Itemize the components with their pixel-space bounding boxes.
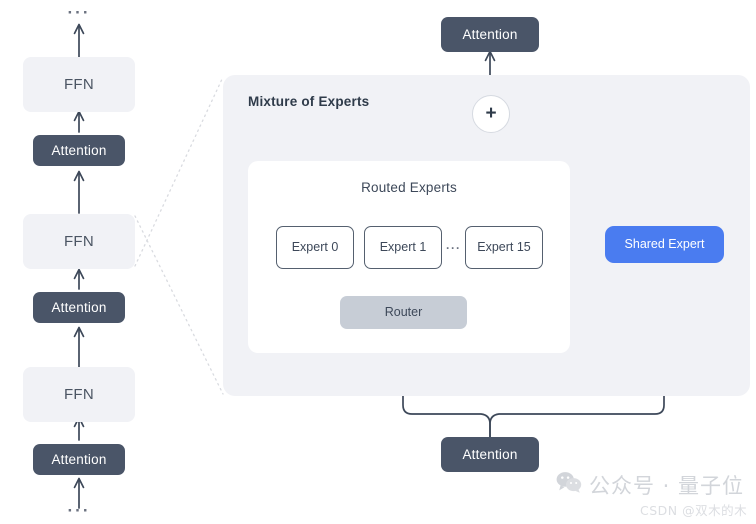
ffn-box-top[interactable]: FFN bbox=[23, 57, 135, 112]
attention-box-middle-label: Attention bbox=[51, 299, 107, 315]
stack-top-ellipsis: ··· bbox=[67, 3, 91, 22]
watermark-main-text: 公众号 · 量子位 bbox=[589, 474, 745, 498]
attention-box-lower-label: Attention bbox=[51, 451, 107, 467]
attention-box-upper-label: Attention bbox=[51, 142, 107, 158]
attention-box-middle[interactable]: Attention bbox=[33, 292, 125, 323]
shared-expert-box[interactable]: Shared Expert bbox=[605, 226, 724, 263]
expert-box-1-label: Expert 1 bbox=[379, 240, 427, 255]
expert-box-15-label: Expert 15 bbox=[477, 240, 531, 255]
expert-box-15[interactable]: Expert 15 bbox=[465, 226, 543, 269]
plus-icon: + bbox=[485, 103, 497, 124]
ffn-box-middle[interactable]: FFN bbox=[23, 214, 135, 269]
router-box[interactable]: Router bbox=[340, 296, 467, 329]
stack-bottom-ellipsis: ··· bbox=[67, 501, 91, 520]
routed-experts-title: Routed Experts bbox=[361, 180, 457, 195]
expert-box-1[interactable]: Expert 1 bbox=[364, 226, 442, 269]
attention-box-bottom-label: Attention bbox=[462, 446, 518, 462]
shared-expert-label: Shared Expert bbox=[624, 237, 705, 252]
dotted-guide-upper bbox=[134, 76, 224, 267]
attention-box-top[interactable]: Attention bbox=[441, 17, 539, 52]
moe-panel-title: Mixture of Experts bbox=[248, 94, 370, 109]
arrow-bottom-attn-to-router bbox=[397, 343, 491, 438]
expert-box-0-label: Expert 0 bbox=[291, 240, 339, 255]
sum-node: + bbox=[472, 95, 510, 133]
attention-box-bottom[interactable]: Attention bbox=[441, 437, 539, 472]
expert-box-0[interactable]: Expert 0 bbox=[276, 226, 354, 269]
dotted-guide-lower bbox=[134, 215, 224, 395]
ffn-box-bottom[interactable]: FFN bbox=[23, 367, 135, 422]
arrow-bottom-attn-to-shared-expert bbox=[489, 270, 670, 438]
ffn-box-middle-label: FFN bbox=[63, 233, 95, 250]
ffn-box-top-label: FFN bbox=[63, 76, 95, 93]
router-label: Router bbox=[384, 305, 423, 320]
attention-box-lower[interactable]: Attention bbox=[33, 444, 125, 475]
experts-ellipsis: ··· bbox=[446, 241, 461, 255]
watermark-sub-text: CSDN @双木的木 bbox=[640, 503, 748, 518]
wechat-icon bbox=[556, 472, 582, 493]
attention-box-upper[interactable]: Attention bbox=[33, 135, 125, 166]
ffn-box-bottom-label: FFN bbox=[63, 386, 95, 403]
attention-box-top-label: Attention bbox=[462, 26, 518, 42]
